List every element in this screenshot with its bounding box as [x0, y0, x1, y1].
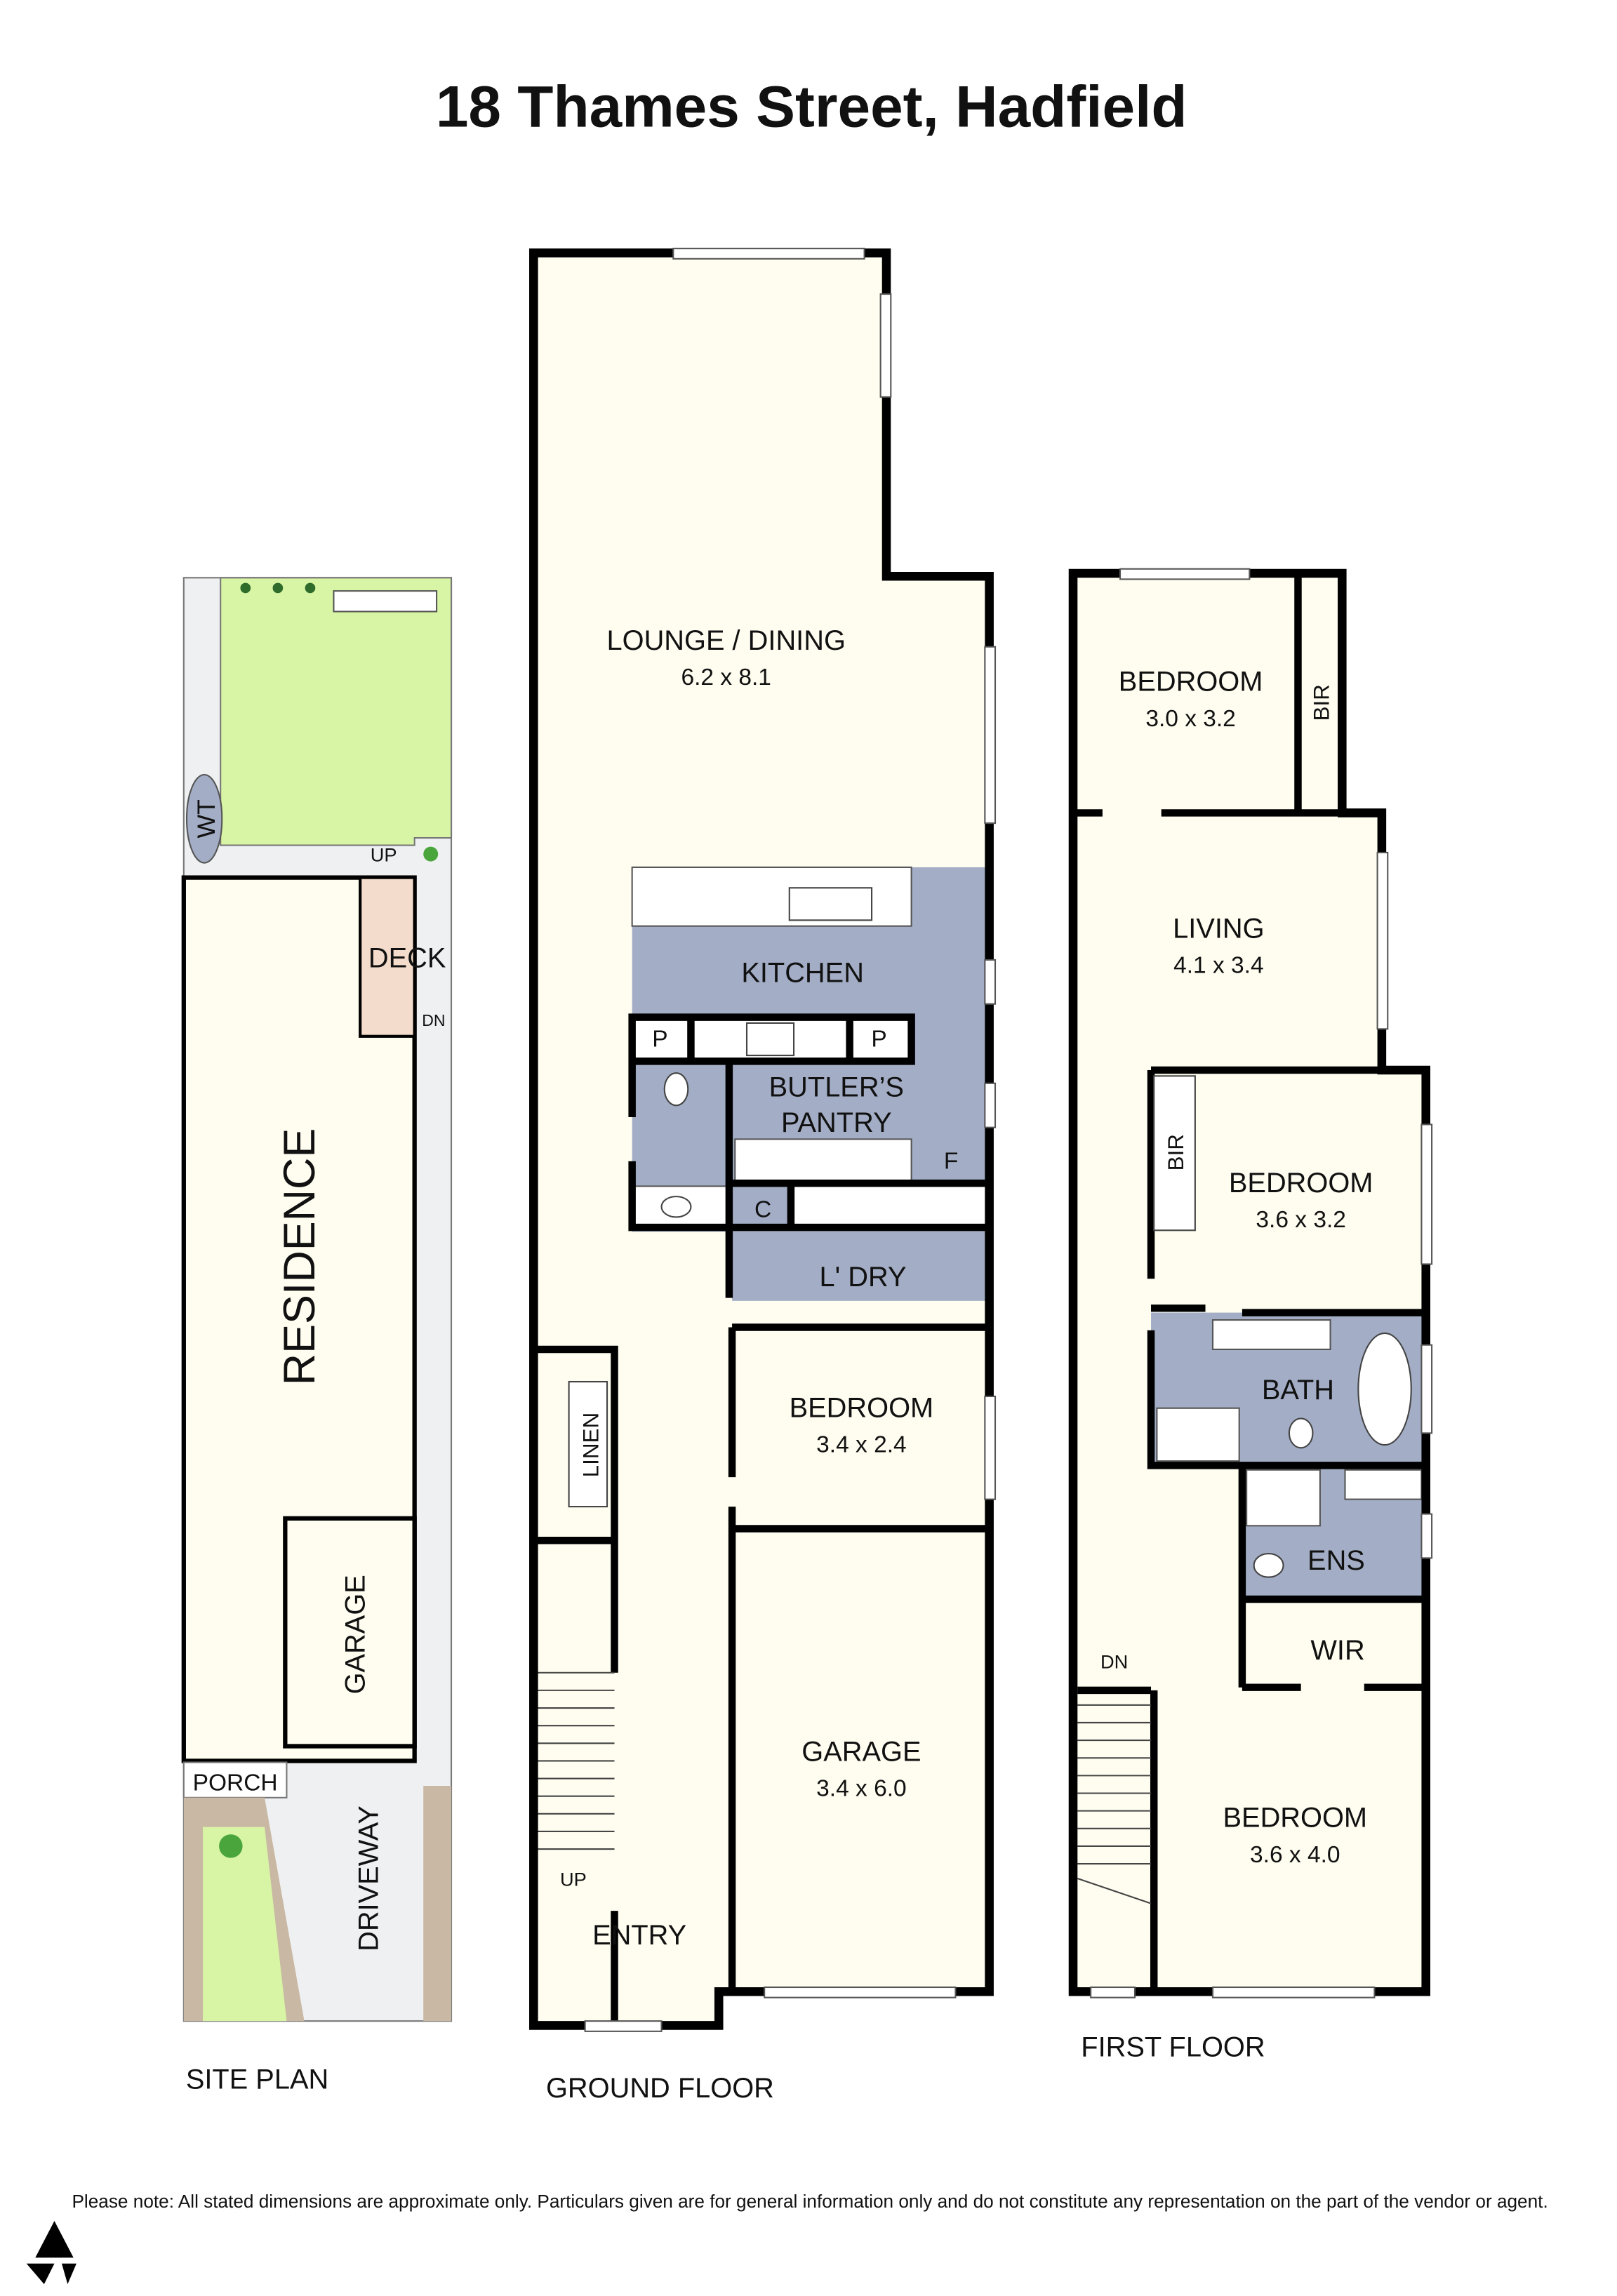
- residence-label: RESIDENCE: [275, 1128, 324, 1386]
- bedroom-3-dim: 3.6 x 4.0: [1250, 1842, 1340, 1868]
- front-lawn: [203, 1827, 287, 2022]
- toilet-icon: [1288, 1417, 1314, 1449]
- fridge-label: F: [944, 1148, 958, 1174]
- ground-bedroom-dim: 3.4 x 2.4: [816, 1432, 907, 1458]
- porch-label: PORCH: [193, 1770, 278, 1796]
- ground-floor: P P F C LINEN UP LOUNGE / DINING 6.2 x 8…: [529, 248, 997, 2104]
- stairs-dn-label: DN: [1100, 1650, 1128, 1672]
- living-label: LIVING: [1173, 913, 1264, 944]
- butlers-pantry-label-2: PANTRY: [781, 1107, 892, 1138]
- pantry-cupboard-left: P: [652, 1026, 667, 1052]
- sink-icon: [788, 887, 873, 921]
- stairs: [536, 1671, 615, 1850]
- laundry-label: L' DRY: [819, 1262, 906, 1293]
- driveway-label: DRIVEWAY: [353, 1806, 384, 1951]
- ensuite-label: ENS: [1307, 1545, 1365, 1576]
- garden-bed: [333, 590, 438, 613]
- bath-label: BATH: [1262, 1375, 1334, 1406]
- ground-floor-label: GROUND FLOOR: [546, 2073, 774, 2104]
- site-dn-label: DN: [422, 1011, 445, 1029]
- logo-icon: [26, 2221, 76, 2285]
- window: [984, 646, 997, 825]
- site-plan-label: SITE PLAN: [186, 2064, 328, 2095]
- living-dim: 4.1 x 3.4: [1173, 953, 1264, 979]
- ground-bedroom-label: BEDROOM: [790, 1392, 934, 1423]
- rear-lawn: [220, 577, 453, 846]
- disclaimer: Please note: All stated dimensions are a…: [72, 2191, 1548, 2212]
- shower-icon: [1156, 1407, 1240, 1462]
- kitchen-label: KITCHEN: [741, 957, 864, 988]
- tree-icon: [219, 1834, 243, 1858]
- deck: [359, 876, 416, 1038]
- window: [879, 293, 892, 398]
- toilet-icon: [663, 1072, 689, 1107]
- page-title: 18 Thames Street, Hadfield: [436, 73, 1187, 139]
- site-garage-label: GARAGE: [340, 1575, 371, 1694]
- water-tank-icon: [185, 773, 223, 864]
- cupboard-label: C: [754, 1196, 771, 1222]
- deck-label: DECK: [368, 942, 446, 973]
- bir-label-1: BIR: [1309, 684, 1333, 721]
- stairs: [1077, 1704, 1152, 1904]
- shrubs: [240, 582, 439, 862]
- porch: [182, 1761, 288, 1798]
- bedroom-1-label: BEDROOM: [1119, 667, 1263, 698]
- bedroom-2-label: BEDROOM: [1229, 1168, 1373, 1199]
- basin-icon: [660, 1196, 692, 1218]
- window: [672, 248, 865, 260]
- garage-dim: 3.4 x 6.0: [816, 1776, 907, 1802]
- bathtub-icon: [1357, 1332, 1412, 1446]
- site-up-label: UP: [371, 844, 397, 866]
- bedroom-3-label: BEDROOM: [1223, 1803, 1368, 1834]
- cooktop-icon: [745, 1022, 795, 1057]
- bir-label-2: BIR: [1164, 1134, 1188, 1170]
- wir-label: WIR: [1310, 1635, 1364, 1666]
- entry-label: ENTRY: [592, 1920, 686, 1951]
- lounge-dining-dim: 6.2 x 8.1: [681, 665, 771, 690]
- butlers-pantry-label: BUTLER’S: [769, 1072, 904, 1103]
- linen-cupboard: [568, 1380, 608, 1508]
- first-floor-label: FIRST FLOOR: [1081, 2031, 1265, 2062]
- first-floor: BIR BIR DN BEDROOM 3.0 x 3.2 LIVING 4.1 …: [1068, 568, 1433, 2062]
- water-tank-label: WT: [192, 799, 220, 838]
- site-plan: WT UP RESIDENCE DECK DN GARAGE PORCH DRI…: [181, 577, 453, 2095]
- laundry: [732, 1232, 990, 1301]
- site-garage: [283, 1516, 417, 1749]
- stairs-up-label: UP: [560, 1868, 587, 1890]
- pantry-cupboard-right: P: [871, 1026, 886, 1052]
- linen-label: LINEN: [578, 1413, 603, 1478]
- side-garden-bed: [423, 1786, 452, 2022]
- bedroom-2-dim: 3.6 x 3.2: [1256, 1207, 1346, 1233]
- bedroom-1-dim: 3.0 x 3.2: [1145, 706, 1236, 732]
- garage-label: GARAGE: [801, 1736, 921, 1767]
- lounge-dining-label: LOUNGE / DINING: [607, 625, 846, 656]
